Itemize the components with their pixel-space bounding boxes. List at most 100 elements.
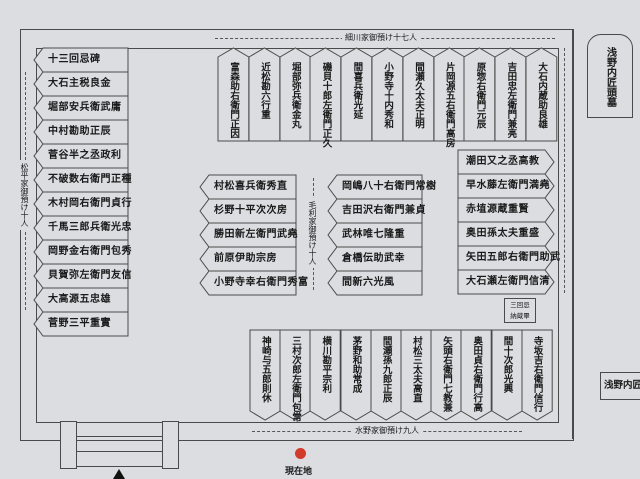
grave-marker[interactable]: 大石内蔵助良雄 xyxy=(525,47,558,142)
grave-marker[interactable]: 堀部安兵衛武庸 xyxy=(33,95,129,121)
matsudaira-label: 松平家御預け十人 xyxy=(19,160,30,230)
grave-marker[interactable]: 間瀬久太夫正明 xyxy=(402,47,435,142)
marker-name: 三村次郎左衛門包常 xyxy=(290,336,302,422)
marker-outline xyxy=(460,329,493,421)
grave-marker[interactable]: 茅野和助常成 xyxy=(340,329,372,421)
grave-marker[interactable]: 寺坂吉右衛門信行 xyxy=(521,329,553,421)
marker-name: 大石瀬左衛門信清 xyxy=(466,276,550,287)
grave-marker[interactable]: 不破数右衛門正種 xyxy=(33,167,132,193)
marker-name: 赤埴源蔵重賢 xyxy=(466,204,529,215)
grave-marker[interactable]: 大石瀬左衛門信清 xyxy=(457,269,555,295)
marker-name: 前原伊助宗房 xyxy=(214,253,277,264)
marker-name: 武林唯七隆重 xyxy=(342,229,405,240)
memorial-storage-box: 三回忌 納蔵畢 xyxy=(504,298,536,323)
marker-outline xyxy=(457,197,555,223)
grave-marker[interactable]: 近松勘六行重 xyxy=(248,47,281,142)
grave-marker[interactable]: 三村次郎左衛門包常 xyxy=(279,329,311,422)
marker-name: 倉橋伝助武幸 xyxy=(342,253,405,264)
grave-marker[interactable]: 奥田孫太夫重盛 xyxy=(457,221,555,247)
grave-marker[interactable]: 岡野金右衛門包秀 xyxy=(33,239,132,265)
marker-name: 勝田新左衛門武堯 xyxy=(214,229,298,240)
marker-name: 近松勘六行重 xyxy=(258,62,270,119)
marker-outline xyxy=(521,329,553,421)
grave-marker[interactable]: 間十次郎光興 xyxy=(491,329,523,421)
grave-marker[interactable]: 十三回忌碑 xyxy=(33,47,129,73)
grave-marker[interactable]: 間新六光風 xyxy=(327,270,423,296)
hosokawa-right-arrow xyxy=(564,48,565,293)
grave-marker[interactable]: 前原伊助宗房 xyxy=(199,246,297,272)
grave-marker[interactable]: 間瀬孫九郎正辰 xyxy=(370,329,402,421)
grave-marker[interactable]: 潮田又之丞高教 xyxy=(457,149,555,175)
grave-marker[interactable]: 菅野三平重實 xyxy=(33,311,129,337)
grave-marker[interactable]: 磯貝十郎左衛門正久 xyxy=(309,47,342,148)
marker-outline xyxy=(491,329,523,421)
grave-marker[interactable]: 杉野十平次次房 xyxy=(199,198,297,224)
marker-name: 木村岡右衛門貞行 xyxy=(48,198,132,209)
grave-marker[interactable]: 早水藤左衛門満堯 xyxy=(457,173,555,199)
grave-marker[interactable]: 大石主税良金 xyxy=(33,71,129,97)
marker-outline xyxy=(457,269,555,295)
memorial-box-line2: 納蔵畢 xyxy=(510,312,530,320)
grave-marker[interactable]: 貝賀弥左衛門友信 xyxy=(33,263,132,289)
marker-name: 矢頭右衛門七教兼 xyxy=(441,336,453,412)
marker-name: 中村勘助正辰 xyxy=(48,126,111,137)
mizuno-label: 水野家御預け九人 xyxy=(352,425,422,436)
grave-marker[interactable]: 菅谷半之丞政利 xyxy=(33,143,129,169)
grave-marker[interactable]: 間喜兵衛光延 xyxy=(340,47,373,142)
marker-name: 吉田沢右衛門兼貞 xyxy=(342,205,426,216)
grave-marker[interactable]: 武林唯七隆重 xyxy=(327,222,423,248)
marker-name: 神崎与五郎則休 xyxy=(259,336,271,403)
grave-marker[interactable]: 勝田新左衛門武堯 xyxy=(199,222,298,248)
marker-name: 貝賀弥左衛門友信 xyxy=(48,270,132,281)
grave-marker[interactable]: 大高源五忠雄 xyxy=(33,287,129,313)
grave-marker[interactable]: 矢田五郎右衛門助武 xyxy=(457,245,560,271)
current-location-label: 現在地 xyxy=(285,467,313,477)
asano-grave-marker[interactable]: 浅野内匠頭墓 xyxy=(587,34,633,118)
grave-marker[interactable]: 小野寺十内秀和 xyxy=(371,47,404,142)
grave-marker[interactable]: 富森助右衛門正因 xyxy=(217,47,250,142)
entrance-arrow-icon xyxy=(113,469,125,479)
marker-name: 原惣右衛門元辰 xyxy=(474,62,486,129)
grave-marker[interactable]: 横川勘平宗利 xyxy=(309,329,342,421)
grave-marker[interactable]: 村松喜兵衛秀直 xyxy=(199,174,297,200)
marker-name: 磯貝十郎左衛門正久 xyxy=(320,62,332,148)
grave-marker[interactable]: 吉田忠左衛門兼亮 xyxy=(494,47,527,142)
right-wall-line xyxy=(572,29,573,439)
marker-name: 不破数右衛門正種 xyxy=(48,174,132,185)
marker-name: 大石内蔵助良雄 xyxy=(536,62,548,129)
marker-outline xyxy=(33,311,129,337)
marker-name: 菅谷半之丞政利 xyxy=(48,150,122,161)
marker-name: 小野寺十内秀和 xyxy=(382,62,394,129)
marker-name: 堀部安兵衛武庸 xyxy=(48,102,122,113)
asano-partial-label: 浅野内匠 xyxy=(604,380,640,391)
grave-marker[interactable]: 吉田沢右衛門兼貞 xyxy=(327,198,426,224)
grave-marker[interactable]: 木村岡右衛門貞行 xyxy=(33,191,132,217)
grave-marker[interactable]: 堀部弥兵衛金丸 xyxy=(279,47,311,142)
marker-outline xyxy=(327,270,423,296)
marker-outline xyxy=(525,47,558,142)
marker-outline xyxy=(199,270,297,296)
grave-marker[interactable]: 千馬三郎兵衛光忠 xyxy=(33,215,132,241)
grave-marker[interactable]: 村松三太夫高直 xyxy=(400,329,432,421)
grave-marker[interactable]: 矢頭右衛門七教兼 xyxy=(430,329,462,421)
current-location-dot xyxy=(295,448,306,459)
marker-name: 村松三太夫高直 xyxy=(410,336,422,403)
grave-marker[interactable]: 倉橋伝助武幸 xyxy=(327,246,423,272)
marker-name: 杉野十平次次房 xyxy=(214,205,288,216)
grave-marker[interactable]: 小野寺幸右衛門秀富 xyxy=(199,270,308,296)
marker-name: 奥田貞右衛門行高 xyxy=(471,336,483,412)
grave-marker[interactable]: 赤埴源蔵重賢 xyxy=(457,197,555,223)
grave-marker[interactable]: 原惣右衛門元辰 xyxy=(463,47,496,142)
hosokawa-label: 細川家御預け十七人 xyxy=(342,32,420,43)
grave-marker[interactable]: 岡嶋八十右衛門常樹 xyxy=(327,174,436,200)
marker-name: 間喜兵衛光延 xyxy=(351,62,363,119)
grave-marker[interactable]: 神崎与五郎則休 xyxy=(249,329,281,421)
marker-outline xyxy=(370,329,402,421)
marker-name: 岡野金右衛門包秀 xyxy=(48,246,132,257)
grave-marker[interactable]: 片岡源五右衛門高房 xyxy=(433,47,465,148)
marker-name: 片岡源五右衛門高房 xyxy=(443,62,455,148)
asano-partial-box[interactable]: 浅野内匠 xyxy=(600,372,640,400)
marker-name: 十三回忌碑 xyxy=(48,54,101,65)
grave-marker[interactable]: 中村勘助正辰 xyxy=(33,119,129,145)
grave-marker[interactable]: 奥田貞右衛門行高 xyxy=(460,329,493,421)
